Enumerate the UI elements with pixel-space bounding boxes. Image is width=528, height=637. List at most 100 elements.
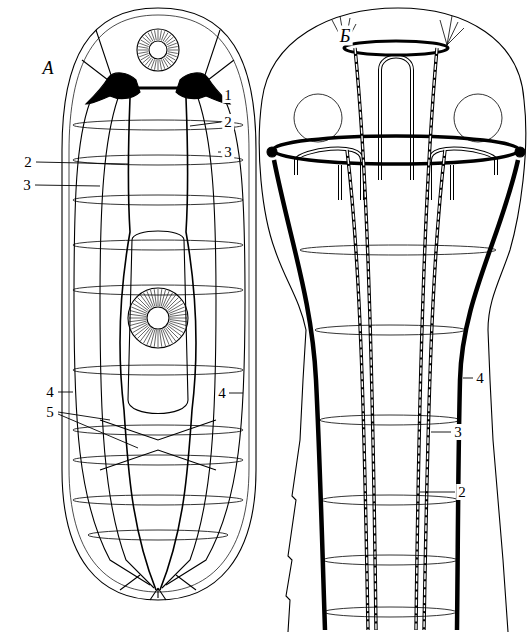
organ-ray bbox=[139, 53, 148, 56]
nerve-cord bbox=[347, 150, 368, 630]
nerve-cord-core bbox=[416, 48, 437, 630]
brain-ring bbox=[344, 41, 448, 55]
commissure bbox=[300, 245, 496, 255]
commissure bbox=[73, 455, 243, 465]
callout-number: 3 bbox=[21, 176, 33, 194]
diagonal-nerves bbox=[100, 420, 216, 470]
callout-number: 2 bbox=[22, 154, 34, 170]
organ-ray bbox=[130, 310, 146, 314]
organ-ray bbox=[160, 30, 162, 40]
commissure bbox=[73, 425, 243, 435]
organ-ray bbox=[143, 37, 151, 43]
organ-ray bbox=[147, 291, 154, 307]
cord-2 bbox=[120, 98, 156, 590]
organ-ray bbox=[164, 58, 170, 66]
nerve-ring bbox=[273, 136, 519, 164]
pharynx-tube bbox=[296, 148, 496, 200]
commissure bbox=[315, 325, 465, 335]
organ-ray bbox=[138, 50, 148, 51]
organ-ray bbox=[160, 330, 162, 347]
organ-ray bbox=[143, 56, 151, 62]
organ-ray bbox=[161, 290, 165, 306]
cord-3 bbox=[100, 98, 154, 588]
commissure bbox=[73, 495, 243, 505]
posterior-nerves bbox=[120, 575, 196, 600]
callout-number: 4 bbox=[474, 369, 486, 387]
body-inner-outline bbox=[69, 15, 249, 592]
pharynx-pocket bbox=[128, 231, 188, 414]
organ-ray bbox=[150, 330, 154, 346]
organ-ray bbox=[170, 320, 187, 322]
cord-2 bbox=[160, 98, 196, 590]
organ-ray bbox=[170, 310, 186, 314]
callout-number: 3 bbox=[452, 423, 464, 441]
commissure bbox=[73, 285, 243, 295]
pharynx bbox=[128, 288, 188, 348]
figure-letter: А bbox=[41, 58, 56, 78]
organ-ray bbox=[145, 35, 151, 43]
organ-ray bbox=[168, 324, 183, 333]
organ-ray bbox=[158, 289, 159, 306]
anterior-organ bbox=[137, 29, 179, 71]
pharynx-core bbox=[147, 307, 169, 329]
cerebral-ganglion bbox=[86, 73, 140, 104]
organ-ray bbox=[170, 318, 187, 319]
figure-letter: Б bbox=[338, 27, 353, 46]
eye bbox=[294, 94, 342, 142]
commissure bbox=[73, 240, 243, 250]
leader-lines bbox=[35, 90, 473, 492]
ganglion-dot bbox=[515, 147, 525, 157]
cord-3 bbox=[162, 98, 216, 588]
organ-ray bbox=[145, 58, 151, 66]
organ-ray bbox=[131, 323, 147, 330]
callout-number: 5 bbox=[44, 403, 56, 421]
callout-number: 2 bbox=[456, 483, 468, 501]
organ-ray bbox=[138, 52, 148, 54]
organ-ray bbox=[129, 318, 146, 319]
lateral-cord bbox=[74, 102, 150, 585]
organ-ray bbox=[169, 307, 185, 314]
body-outline bbox=[62, 8, 256, 600]
organ-ray bbox=[167, 43, 176, 46]
organ-ray bbox=[161, 330, 165, 346]
commissure bbox=[73, 365, 243, 375]
callout-number: 3 bbox=[222, 144, 234, 160]
callout-number: 4 bbox=[44, 384, 56, 400]
organ-ray bbox=[166, 56, 174, 62]
commissure bbox=[323, 555, 457, 565]
callout-number: 3 bbox=[452, 424, 464, 440]
organ-ray bbox=[154, 330, 156, 347]
organ-ray bbox=[130, 321, 146, 325]
organ-ray bbox=[170, 321, 186, 325]
nerve-cord-core bbox=[347, 150, 368, 630]
callout-number: 3 bbox=[21, 177, 33, 193]
organ-ray bbox=[158, 330, 159, 347]
figure-letter: Б bbox=[338, 26, 353, 46]
organ-ray bbox=[158, 30, 159, 40]
eye bbox=[454, 94, 502, 142]
organ-ray bbox=[133, 304, 148, 313]
callout-number: 3 bbox=[222, 143, 234, 161]
organ-ray bbox=[154, 289, 156, 306]
anterior-organ-core bbox=[149, 41, 167, 59]
sensory-tuft bbox=[332, 16, 464, 45]
callout-number: 4 bbox=[44, 383, 56, 401]
organ-ray bbox=[150, 290, 154, 306]
organ-ray bbox=[151, 31, 154, 40]
organ-ray bbox=[168, 47, 178, 49]
commissure bbox=[88, 530, 228, 540]
organ-ray bbox=[168, 52, 178, 54]
organ-ray bbox=[155, 30, 157, 40]
organ-ray bbox=[160, 289, 162, 306]
callout-number: 4 bbox=[216, 385, 228, 401]
commissure bbox=[73, 195, 243, 205]
callout-number: 2 bbox=[456, 484, 468, 500]
pharynx-tube bbox=[380, 57, 412, 181]
figure-letter: А bbox=[41, 59, 56, 78]
commissure bbox=[136, 87, 180, 90]
commissure bbox=[320, 415, 460, 425]
lateral-cord bbox=[166, 102, 245, 585]
ganglion-dot bbox=[267, 147, 277, 157]
organ-ray bbox=[164, 35, 170, 43]
